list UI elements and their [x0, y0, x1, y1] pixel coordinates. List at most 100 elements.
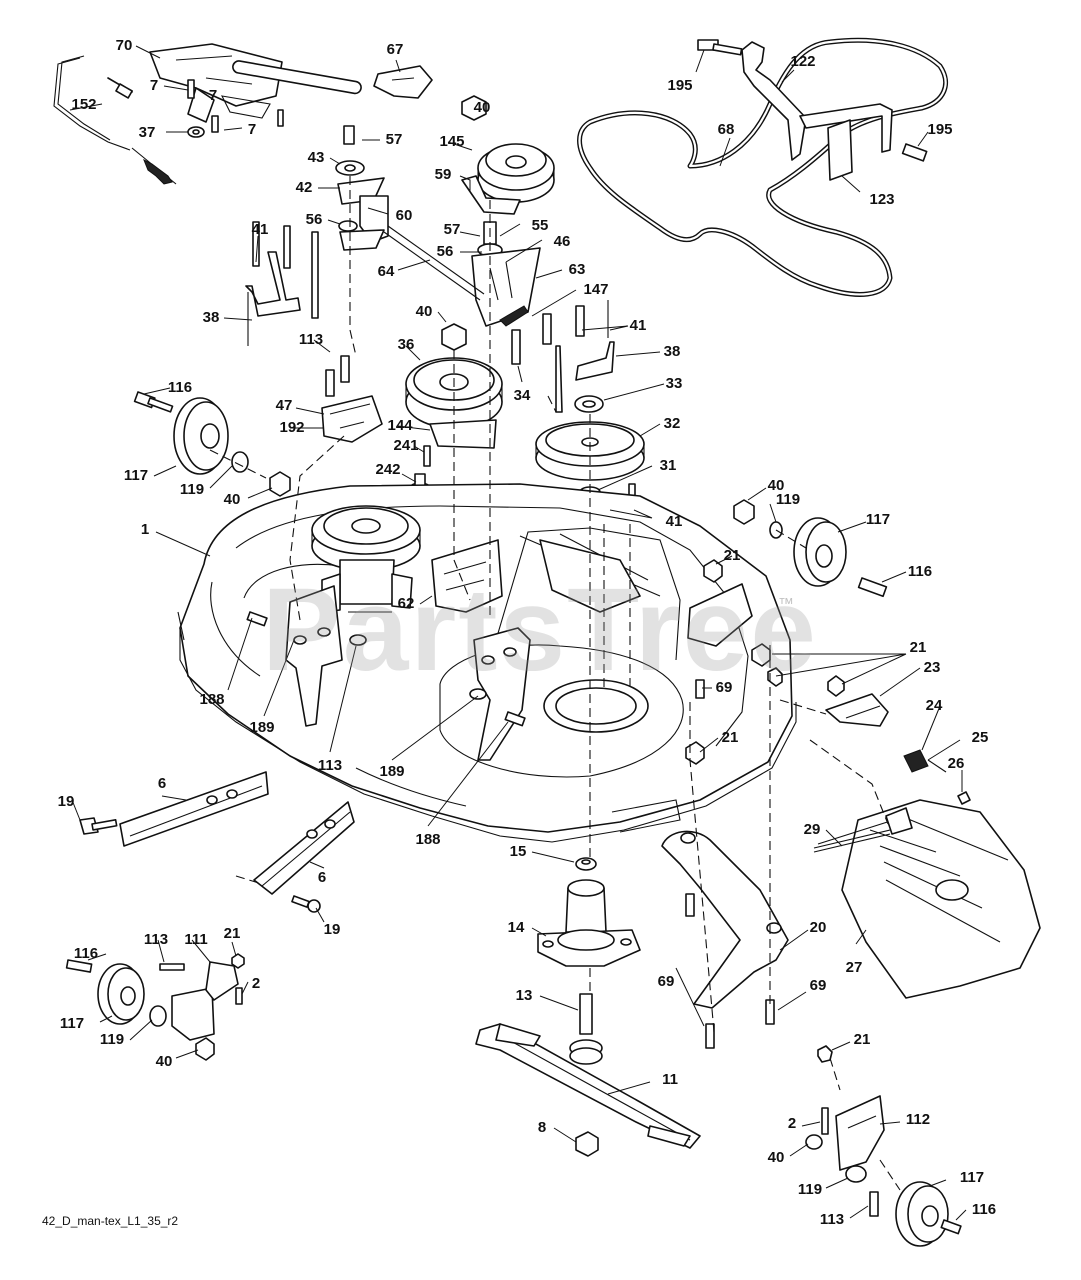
callout-1: 1 — [140, 521, 150, 538]
discharge-chute-27 — [817, 799, 1041, 999]
callout-62: 62 — [397, 595, 415, 612]
callout-19: 19 — [323, 921, 341, 938]
rear-hanger-188-189-right — [469, 627, 531, 761]
spindle-assembly — [537, 857, 641, 1065]
deck-bracket-62 — [431, 539, 503, 613]
callout-59: 59 — [434, 166, 452, 183]
callout-113: 113 — [317, 757, 343, 774]
callout-192: 192 — [279, 419, 305, 436]
small-hardware-7-37 — [187, 79, 284, 138]
callout-7: 7 — [208, 87, 218, 104]
knob-67 — [373, 65, 433, 99]
callout-40: 40 — [767, 477, 785, 494]
callout-117: 117 — [59, 1015, 85, 1032]
callout-31: 31 — [659, 457, 677, 474]
callout-57: 57 — [443, 221, 461, 238]
spindle-pulley-32 — [535, 395, 645, 525]
callout-195: 195 — [667, 77, 693, 94]
callout-119: 119 — [775, 491, 801, 508]
callout-40: 40 — [767, 1149, 785, 1166]
callout-70: 70 — [115, 37, 133, 54]
callout-40: 40 — [415, 303, 433, 320]
gauge-wheel-lower-right — [805, 1045, 962, 1247]
callout-23: 23 — [923, 659, 941, 676]
callout-47: 47 — [275, 397, 293, 414]
callout-60: 60 — [395, 207, 413, 224]
callout-14: 14 — [507, 919, 525, 936]
callout-41: 41 — [665, 513, 683, 530]
callout-21: 21 — [723, 547, 741, 564]
bracket-23-spring-24-25 — [825, 675, 971, 805]
gauge-wheel-upper-right — [733, 499, 888, 598]
callout-113: 113 — [819, 1211, 845, 1228]
callout-43: 43 — [307, 149, 325, 166]
callout-21: 21 — [223, 925, 241, 942]
callout-20: 20 — [809, 919, 827, 936]
callout-41: 41 — [251, 221, 269, 238]
callout-40: 40 — [473, 99, 491, 116]
callout-19: 19 — [57, 793, 75, 810]
callout-6: 6 — [317, 869, 327, 886]
callout-195: 195 — [927, 121, 953, 138]
callout-33: 33 — [665, 375, 683, 392]
callout-69: 69 — [657, 973, 675, 990]
callout-147: 147 — [583, 281, 609, 298]
callout-63: 63 — [568, 261, 586, 278]
callout-242: 242 — [375, 461, 401, 478]
callout-112: 112 — [905, 1111, 931, 1128]
callout-32: 32 — [663, 415, 681, 432]
callout-40: 40 — [155, 1053, 173, 1070]
arm-6-upper — [79, 771, 269, 847]
callout-189: 189 — [249, 719, 275, 736]
callout-15: 15 — [509, 843, 527, 860]
callout-69: 69 — [715, 679, 733, 696]
callout-188: 188 — [415, 831, 441, 848]
trademark-symbol: ™ — [778, 596, 794, 613]
rod-29 — [813, 829, 891, 853]
diagram-code-label: 42_D_man-tex_L1_35_r2 — [42, 1214, 179, 1228]
callout-122: 122 — [790, 53, 816, 70]
callout-56: 56 — [436, 243, 454, 260]
callout-188: 188 — [199, 691, 225, 708]
belt-guide-122 — [697, 39, 928, 162]
callout-7: 7 — [149, 77, 159, 94]
callout-119: 119 — [179, 481, 205, 498]
callout-40: 40 — [223, 491, 241, 508]
cable-152 — [53, 55, 177, 185]
callout-42: 42 — [295, 179, 313, 196]
callout-116: 116 — [167, 379, 193, 396]
bolts-34-41-right — [511, 300, 615, 413]
callout-36: 36 — [397, 336, 415, 353]
callout-41: 41 — [629, 317, 647, 334]
leader-lines — [69, 45, 967, 1221]
arm-6-lower — [253, 801, 355, 913]
idler-arm-60-64 — [335, 125, 485, 301]
callout-145: 145 — [439, 133, 465, 150]
callout-67: 67 — [386, 41, 404, 58]
belt-68 — [577, 37, 949, 297]
callout-55: 55 — [531, 217, 549, 234]
callout-8: 8 — [537, 1119, 547, 1136]
callout-241: 241 — [393, 437, 419, 454]
callout-116: 116 — [73, 945, 99, 962]
gauge-wheel-lower-left — [65, 953, 245, 1061]
callout-26: 26 — [947, 755, 965, 772]
belt-guide-123 — [827, 119, 853, 181]
callout-29: 29 — [803, 821, 821, 838]
callout-38: 38 — [202, 309, 220, 326]
callout-25: 25 — [971, 729, 989, 746]
bracket-47-192 — [321, 355, 383, 443]
callout-111: 111 — [184, 931, 208, 948]
callout-119: 119 — [99, 1031, 125, 1048]
callout-6: 6 — [157, 775, 167, 792]
rear-hanger-188-189-left — [246, 585, 367, 727]
callout-117: 117 — [123, 467, 149, 484]
callout-27: 27 — [845, 959, 863, 976]
alignment-lines — [209, 176, 901, 1191]
callout-21: 21 — [721, 729, 739, 746]
callout-37: 37 — [138, 124, 156, 141]
callout-68: 68 — [717, 121, 735, 138]
callout-113: 113 — [143, 931, 169, 948]
